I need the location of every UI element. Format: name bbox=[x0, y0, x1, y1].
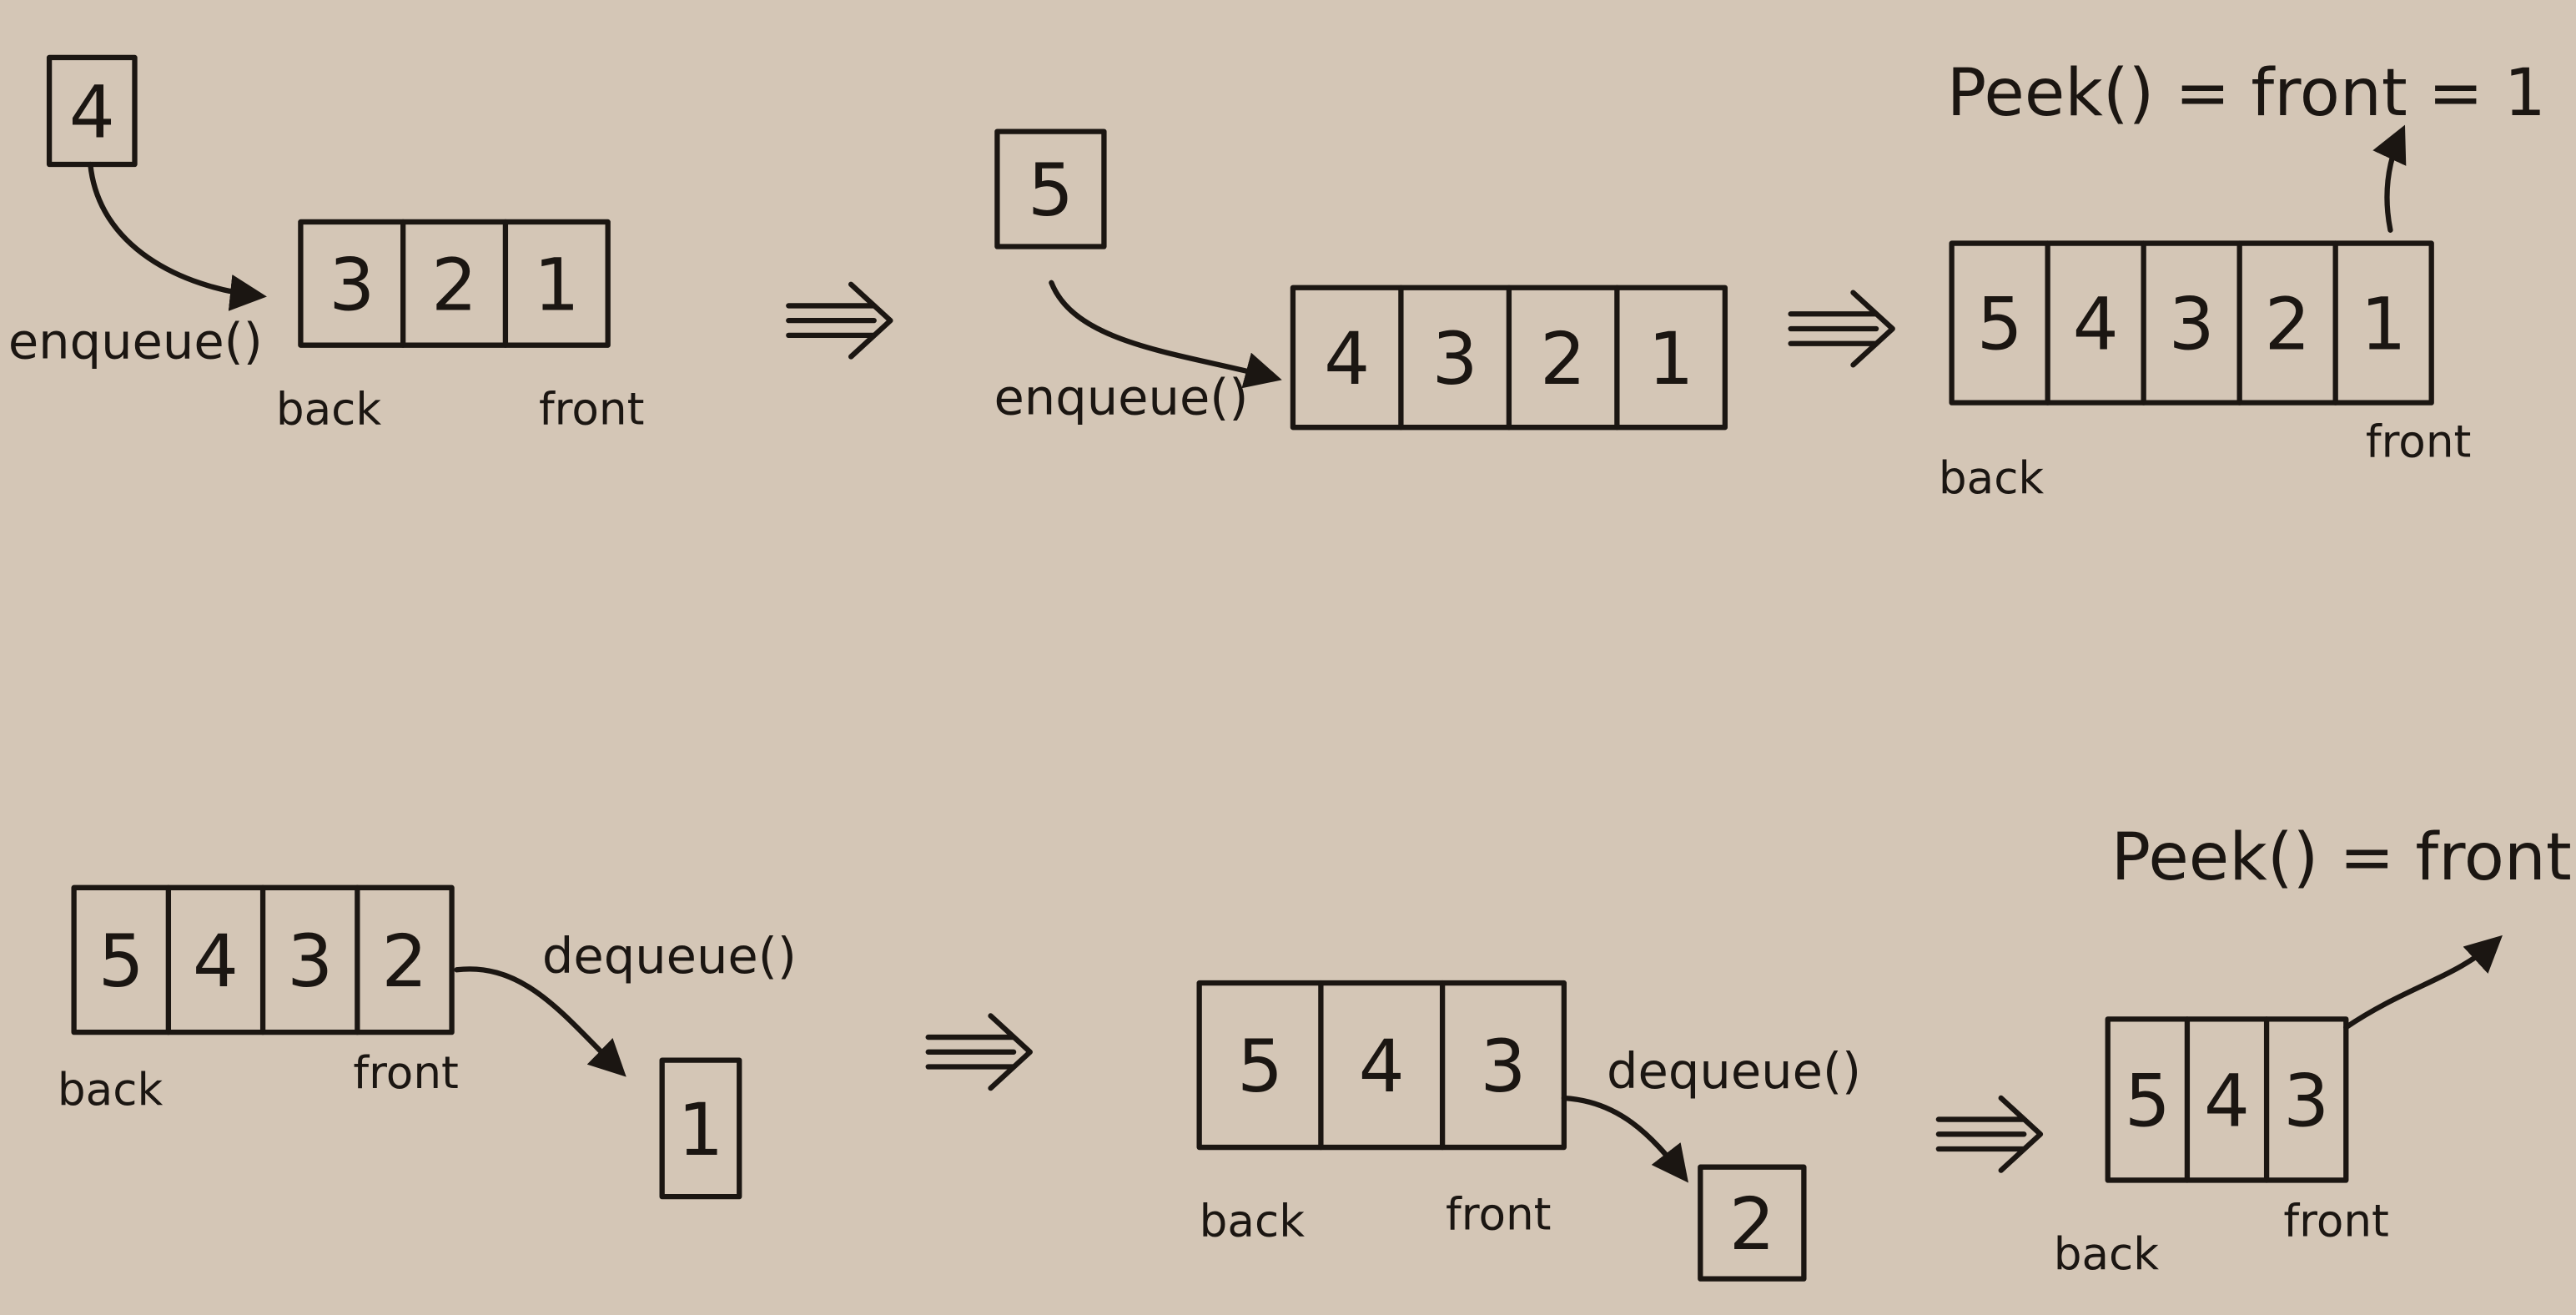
outgoing-element-box bbox=[659, 1057, 742, 1200]
queue-cell: 3 bbox=[1432, 318, 1478, 401]
arrow-head bbox=[1850, 290, 1895, 368]
outgoing-element: 1 bbox=[677, 1089, 723, 1172]
queue-outline bbox=[2105, 1016, 2349, 1183]
peek-arrow bbox=[2372, 124, 2407, 233]
queue-cell: 4 bbox=[2204, 1060, 2250, 1143]
queue-cell: 4 bbox=[1359, 1025, 1405, 1109]
queue-cell: 2 bbox=[2265, 284, 2311, 367]
queue-cell: 2 bbox=[381, 920, 427, 1004]
queue-cell: 4 bbox=[193, 920, 239, 1004]
operation-arrow bbox=[88, 161, 267, 311]
queue-outline bbox=[1196, 980, 1567, 1151]
queue-cell: 2 bbox=[1540, 318, 1586, 401]
triple-arrow-right-icon bbox=[786, 281, 893, 360]
peek-label: Peek() = front = 1 bbox=[1947, 54, 2546, 131]
arrow-head bbox=[1998, 1095, 2044, 1173]
outgoing-element-box bbox=[1698, 1164, 1807, 1282]
operation-label: dequeue() bbox=[1607, 1042, 1861, 1100]
triple-arrow-right-icon bbox=[1788, 290, 1895, 368]
queue-cell: 2 bbox=[431, 244, 477, 327]
front-label: front bbox=[2283, 1195, 2388, 1247]
operation-arrow bbox=[1049, 280, 1282, 389]
arrow-head bbox=[988, 1013, 1033, 1091]
triple-arrow-right-icon bbox=[925, 1013, 1033, 1091]
queue-cell: 1 bbox=[1648, 318, 1694, 401]
front-label: front bbox=[539, 383, 644, 435]
operation-label: enqueue() bbox=[8, 312, 263, 370]
operation-label: enqueue() bbox=[994, 368, 1248, 426]
queue-cell: 5 bbox=[1977, 284, 2023, 367]
back-label: back bbox=[276, 383, 382, 435]
queue-cell: 4 bbox=[1324, 318, 1370, 401]
queue-outline bbox=[1949, 240, 2434, 406]
queue-outline bbox=[298, 219, 611, 348]
queue-cell: 1 bbox=[534, 244, 580, 327]
queue-cell: 5 bbox=[2125, 1060, 2171, 1143]
operation-arrow bbox=[454, 966, 626, 1077]
queue-cell: 5 bbox=[1237, 1025, 1283, 1109]
queue-cell: 4 bbox=[2073, 284, 2119, 367]
queue-cell: 3 bbox=[329, 244, 375, 327]
outgoing-element: 2 bbox=[1729, 1183, 1775, 1267]
queue-cell: 1 bbox=[2361, 284, 2407, 367]
incoming-element: 5 bbox=[1028, 149, 1074, 233]
queue-cell: 3 bbox=[2283, 1060, 2329, 1143]
incoming-element-box bbox=[994, 128, 1107, 249]
arrow-head bbox=[848, 281, 893, 360]
front-label: front bbox=[353, 1047, 458, 1099]
operation-arrow bbox=[1561, 1095, 1689, 1183]
front-label: front bbox=[2366, 416, 2471, 468]
triple-arrow-right-icon bbox=[1935, 1095, 2044, 1173]
queue-step-r2s3: 543 back front Peek() = front = 3 bbox=[2054, 819, 2576, 1280]
queue-cell: 5 bbox=[98, 920, 144, 1004]
back-label: back bbox=[1939, 452, 2045, 504]
operation-label: dequeue() bbox=[542, 927, 797, 985]
peek-label: Peek() = front = 3 bbox=[2111, 819, 2576, 895]
queue-cell: 3 bbox=[287, 920, 333, 1004]
queue-cell: 3 bbox=[1480, 1025, 1526, 1109]
back-label: back bbox=[2054, 1228, 2160, 1280]
front-label: front bbox=[1446, 1189, 1551, 1241]
peek-arrow bbox=[2343, 935, 2503, 1030]
incoming-element: 4 bbox=[69, 71, 115, 154]
back-label: back bbox=[1200, 1195, 1306, 1247]
queue-cell: 3 bbox=[2169, 284, 2215, 367]
back-label: back bbox=[58, 1064, 164, 1116]
